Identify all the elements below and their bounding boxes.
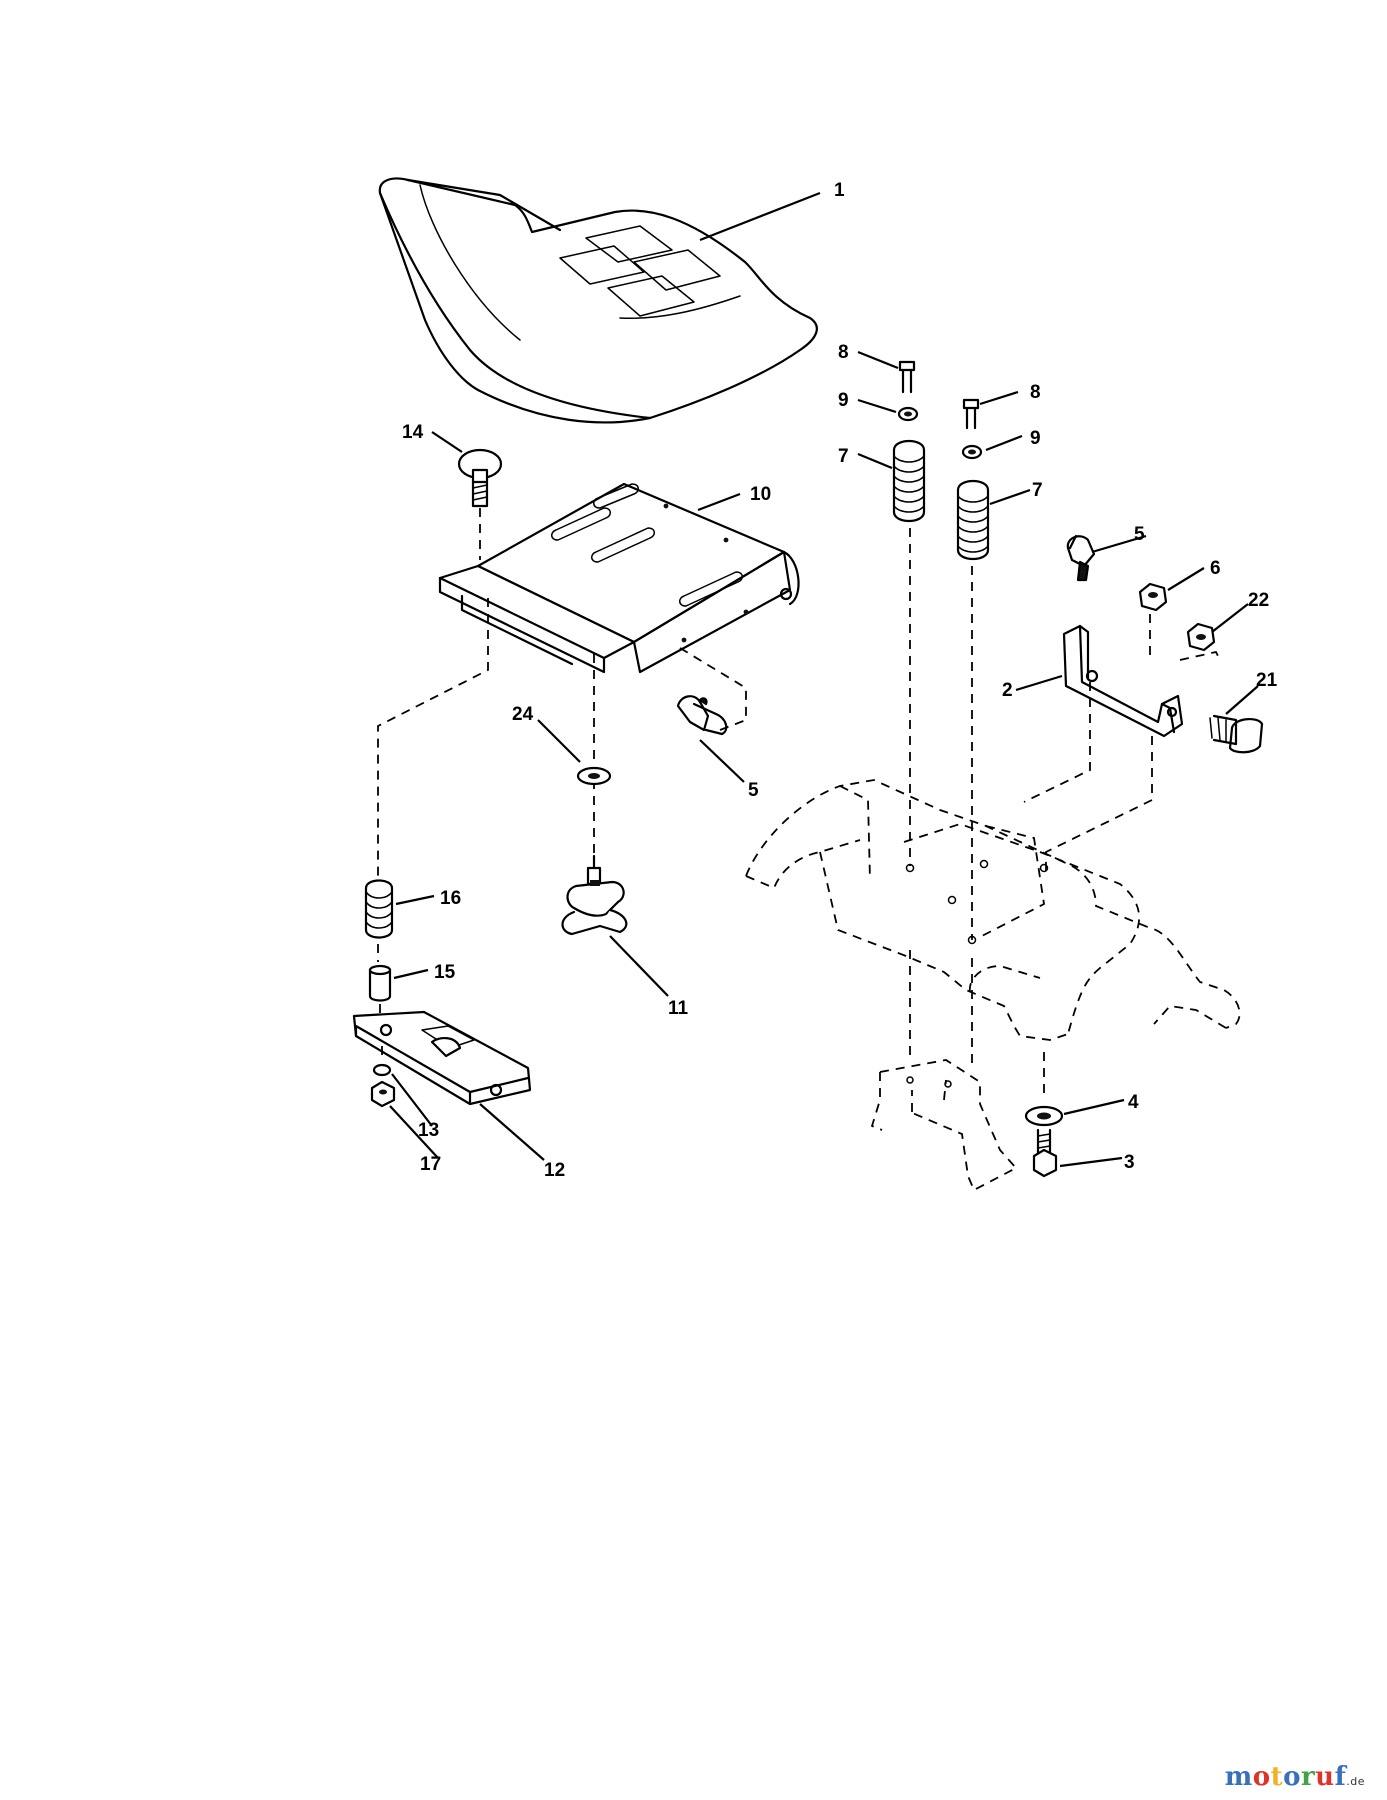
washer-4-part bbox=[1024, 1105, 1064, 1127]
seat-part bbox=[378, 177, 818, 424]
watermark-letter: u bbox=[1315, 1762, 1335, 1792]
callout-24: 24 bbox=[512, 704, 534, 725]
leader-line-5a bbox=[699, 739, 745, 783]
leader-line-7a bbox=[857, 452, 893, 470]
callout-10: 10 bbox=[750, 484, 771, 505]
washer-9b-part bbox=[961, 444, 983, 460]
callout-7-right: 7 bbox=[1032, 480, 1043, 501]
carriage-bolt-part bbox=[457, 448, 503, 508]
bolt-3-part bbox=[1032, 1128, 1058, 1178]
seat-pan-part bbox=[438, 482, 800, 674]
callout-5-left: 5 bbox=[748, 780, 759, 801]
leader-line-2 bbox=[1015, 674, 1063, 692]
spring-7b-part bbox=[956, 479, 990, 561]
callout-5-right: 5 bbox=[1134, 524, 1145, 545]
washer-24-part bbox=[576, 766, 612, 786]
callout-11: 11 bbox=[668, 998, 689, 1019]
callout-7-left: 7 bbox=[838, 446, 849, 467]
tractor-frame-phantom bbox=[745, 779, 1241, 1041]
leader-line-12 bbox=[479, 1103, 545, 1161]
watermark-letter: f bbox=[1334, 1762, 1347, 1792]
leader-line-3 bbox=[1059, 1156, 1123, 1168]
spring-7a-part bbox=[892, 439, 926, 523]
leader-line-11 bbox=[609, 935, 669, 997]
leader-line-7b bbox=[989, 488, 1031, 506]
shoulder-bolt-21-part bbox=[1209, 714, 1264, 754]
callout-1: 1 bbox=[834, 180, 845, 201]
watermark-letter: t bbox=[1270, 1762, 1284, 1792]
leader-line-13 bbox=[391, 1073, 433, 1127]
leader-line-8a bbox=[857, 350, 899, 370]
washer-9a-part bbox=[897, 406, 919, 422]
watermark-logo: motoruf.de bbox=[1225, 1762, 1365, 1792]
callout-15: 15 bbox=[434, 962, 456, 983]
leader-line-6 bbox=[1167, 567, 1205, 591]
callout-2: 2 bbox=[1002, 680, 1013, 701]
callout-21: 21 bbox=[1256, 670, 1278, 691]
knob-part bbox=[561, 854, 628, 936]
callout-16: 16 bbox=[440, 888, 461, 909]
callout-3: 3 bbox=[1124, 1152, 1135, 1173]
nut-13-part bbox=[372, 1063, 392, 1077]
clip-left-part bbox=[676, 695, 728, 736]
clip-right-part bbox=[1066, 534, 1096, 582]
bolt-8a-part bbox=[898, 360, 916, 394]
leader-line-9b bbox=[985, 434, 1023, 452]
plate-12-part bbox=[352, 1010, 532, 1106]
leader-line-21 bbox=[1225, 685, 1259, 715]
bracket-2-part bbox=[1062, 624, 1184, 738]
nut-6-part bbox=[1138, 582, 1168, 612]
leader-line-24 bbox=[537, 719, 581, 763]
leader-line-8b bbox=[979, 390, 1019, 406]
leader-line-17 bbox=[389, 1105, 439, 1159]
leader-line-1 bbox=[699, 191, 821, 242]
callout-13: 13 bbox=[418, 1120, 439, 1141]
lower-bracket-phantom bbox=[870, 1059, 1018, 1192]
watermark-letter: m bbox=[1224, 1762, 1253, 1792]
leader-line-5b bbox=[1091, 534, 1147, 554]
leader-line-15 bbox=[393, 968, 429, 980]
callout-12: 12 bbox=[544, 1160, 565, 1181]
watermark-letter: o bbox=[1252, 1762, 1271, 1792]
callout-6: 6 bbox=[1210, 558, 1221, 579]
watermark-letter: o bbox=[1283, 1762, 1301, 1792]
leader-line-9a bbox=[857, 398, 897, 414]
leader-line-10 bbox=[697, 492, 741, 512]
nut-17-part bbox=[370, 1080, 396, 1108]
callout-14: 14 bbox=[402, 422, 424, 443]
flange-nut-22-part bbox=[1186, 622, 1216, 652]
watermark-letter: r bbox=[1300, 1762, 1316, 1792]
callout-22: 22 bbox=[1248, 590, 1269, 611]
watermark-tld: .de bbox=[1346, 1775, 1365, 1788]
leader-line-14 bbox=[431, 431, 463, 453]
spacer-15-part bbox=[368, 964, 392, 1002]
callout-9-right: 9 bbox=[1030, 428, 1041, 449]
callout-8-right: 8 bbox=[1030, 382, 1041, 403]
spring-16-part bbox=[364, 879, 394, 939]
leader-line-16 bbox=[395, 894, 435, 906]
callout-17: 17 bbox=[420, 1154, 441, 1175]
callout-4: 4 bbox=[1128, 1092, 1139, 1113]
callout-9-left: 9 bbox=[838, 390, 849, 411]
callout-8-left: 8 bbox=[838, 342, 849, 363]
leader-line-4 bbox=[1063, 1098, 1125, 1116]
bolt-8b-part bbox=[962, 398, 980, 430]
leader-line-22 bbox=[1211, 603, 1249, 633]
